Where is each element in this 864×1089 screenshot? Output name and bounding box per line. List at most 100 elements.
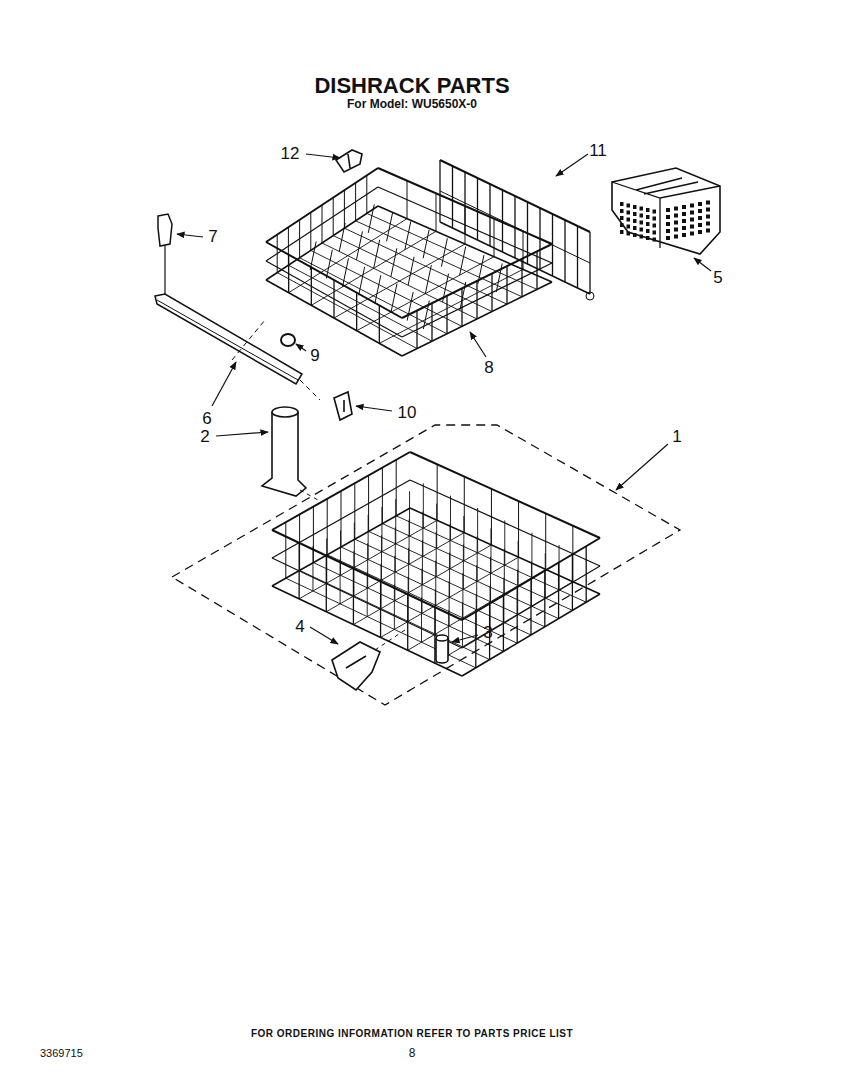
wire	[462, 602, 463, 647]
wire	[300, 490, 318, 500]
wire	[431, 303, 432, 341]
wire	[559, 545, 560, 590]
wire	[368, 204, 374, 233]
wire	[266, 242, 402, 318]
shelf-grid	[440, 160, 594, 300]
spray-tube	[262, 407, 318, 500]
wire	[285, 522, 286, 578]
wire	[425, 265, 431, 294]
wire	[353, 551, 354, 596]
wire	[396, 516, 586, 602]
upper-rack	[266, 168, 552, 356]
callout-number: 2	[200, 428, 209, 447]
wire	[402, 263, 552, 337]
wire	[408, 577, 409, 622]
wire	[379, 305, 380, 343]
wire	[343, 258, 349, 287]
wire	[272, 558, 462, 648]
wire	[440, 191, 590, 263]
wire	[423, 230, 429, 259]
wire	[367, 572, 368, 617]
leader-line	[452, 635, 478, 642]
callout-number: 3	[483, 624, 492, 643]
wire	[157, 300, 298, 380]
leader-line	[296, 344, 306, 351]
leader-line	[616, 444, 668, 490]
wire	[416, 311, 417, 349]
wire	[521, 259, 522, 297]
wire	[564, 220, 565, 282]
wire	[326, 250, 332, 279]
wire	[232, 320, 265, 360]
wire	[375, 628, 408, 650]
wire	[381, 564, 382, 609]
wire	[277, 235, 278, 273]
wire	[527, 202, 528, 264]
leader-line	[470, 332, 486, 357]
footer-note: FOR ORDERING INFORMATION REFER TO PARTS …	[251, 1028, 573, 1039]
wire	[460, 247, 466, 275]
wire	[374, 240, 380, 269]
wire	[379, 269, 523, 343]
leader-line	[212, 362, 236, 406]
wire	[382, 524, 572, 611]
wire	[407, 292, 413, 321]
wire	[517, 569, 518, 614]
leader-line	[216, 432, 268, 436]
wire	[408, 257, 414, 286]
wire	[496, 264, 502, 293]
wire	[356, 293, 357, 331]
wire	[523, 231, 524, 269]
wire	[387, 213, 393, 242]
wire	[572, 526, 573, 582]
wire	[344, 190, 345, 228]
wire	[506, 266, 507, 304]
wire	[423, 301, 429, 330]
wire	[300, 380, 320, 400]
wire	[436, 193, 437, 231]
leader-line	[556, 154, 588, 176]
wire	[311, 231, 436, 305]
wire	[357, 257, 494, 331]
wire	[536, 251, 537, 289]
callout-number: 11	[589, 142, 607, 161]
wire	[589, 232, 590, 294]
silverware-basket	[612, 168, 720, 254]
wire	[355, 183, 356, 221]
callout-number: 5	[713, 269, 722, 288]
callout-number: 10	[398, 404, 417, 423]
wire	[446, 296, 447, 334]
wire	[288, 255, 289, 293]
wire	[478, 255, 484, 284]
wire	[443, 274, 449, 303]
callout-number: 1	[672, 428, 681, 447]
wire	[405, 221, 411, 250]
wire	[312, 546, 313, 591]
wire	[375, 275, 381, 304]
rack-roller	[281, 334, 295, 346]
wire	[310, 212, 311, 250]
wire	[421, 597, 422, 642]
wire	[503, 578, 504, 623]
wire	[531, 561, 532, 606]
wire	[441, 238, 447, 267]
wire	[460, 282, 466, 311]
page-number: 8	[409, 1047, 416, 1060]
wire	[545, 553, 546, 598]
wire	[333, 280, 334, 318]
wire	[369, 531, 559, 618]
wire	[299, 220, 300, 258]
wire	[266, 168, 378, 242]
wire	[311, 267, 312, 305]
wire	[514, 196, 515, 258]
callout-number: 7	[208, 228, 217, 247]
wheel-bracket	[332, 628, 408, 690]
model-number: For Model: WU5650X-0	[347, 98, 477, 111]
wire	[322, 205, 323, 243]
lower-rack	[272, 452, 600, 676]
wire	[339, 223, 345, 252]
leader-line	[356, 406, 392, 411]
wire	[452, 166, 453, 228]
wire	[464, 172, 465, 234]
